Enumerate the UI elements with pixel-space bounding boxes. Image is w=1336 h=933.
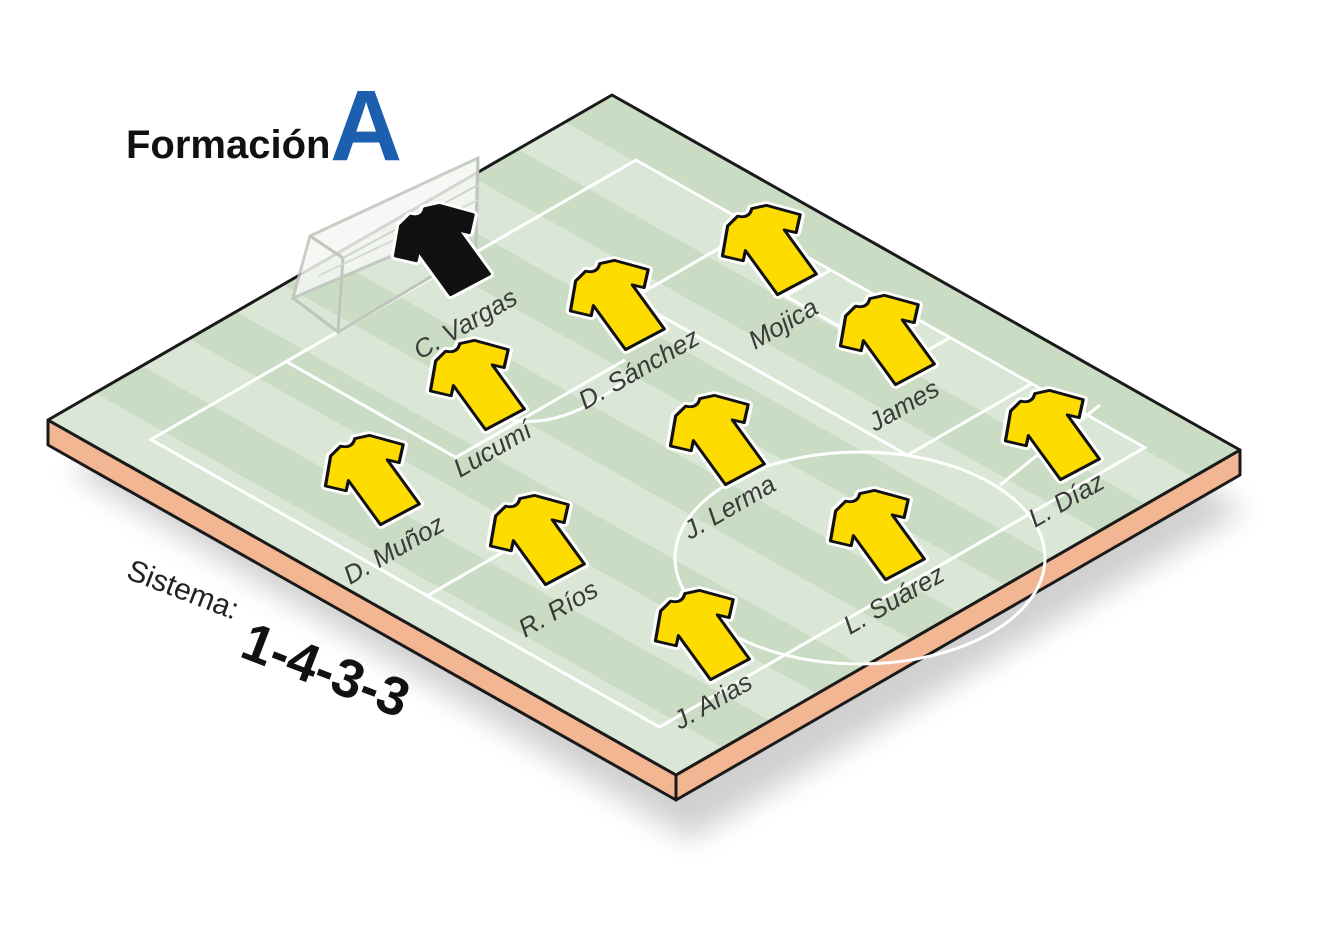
side-box [285,358,626,460]
yellow-shirt-icon [717,201,822,299]
pitch-stripe [565,95,1240,478]
yellow-shirt-icon [650,586,755,684]
yellow-shirt-icon [665,391,770,489]
pitch-stripe [471,149,1146,532]
pitch-stripe [95,365,770,748]
yellow-shirt-icon [485,491,590,589]
yellow-shirt-icon [835,291,940,389]
system-label: Sistema: [122,554,243,627]
center-circle [673,450,1047,666]
formation-title-letter: A [330,70,402,182]
player-marker: J. Arias [650,586,757,736]
yellow-shirt-icon [565,256,670,354]
yellow-shirt-icon [1000,386,1105,484]
yellow-shirt-icon [320,431,425,529]
black-shirt-icon [390,201,495,299]
yellow-shirt-icon [425,336,530,434]
penalty-box [628,226,1033,457]
formation-title-word: Formación [126,123,330,167]
yellow-shirt-icon [825,486,930,584]
